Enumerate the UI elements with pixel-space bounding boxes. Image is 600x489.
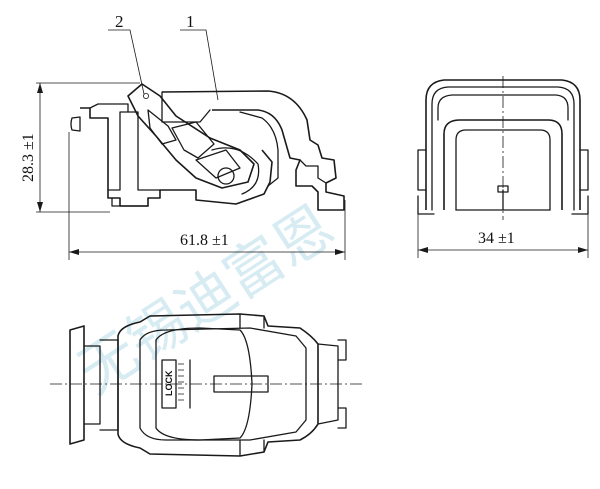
height-dimension-text: 28.3±1 <box>20 133 37 182</box>
callout-2-leader <box>108 29 145 95</box>
lever-slot-2 <box>171 121 215 159</box>
callout-1-label: 1 <box>186 12 195 31</box>
end-left-latch <box>417 149 427 191</box>
lock-label-text: LOCK <box>164 370 174 396</box>
width-dimension-text: 34±1 <box>478 230 515 247</box>
housing-rib <box>239 111 279 187</box>
lever-hole <box>142 93 149 100</box>
lock-label: LOCK <box>161 359 184 409</box>
top-right-tab-lower <box>337 407 347 429</box>
callout-1-leader <box>180 29 219 101</box>
end-right-latch <box>579 149 589 191</box>
length-dimension: 61.8±1 <box>68 132 346 260</box>
housing-outline <box>161 90 345 211</box>
lever-pivot-arc <box>211 147 260 195</box>
lever-slot-1 <box>147 109 177 145</box>
flange-knob <box>70 116 81 132</box>
housing-step <box>299 159 327 184</box>
top-view: LOCK <box>50 313 365 457</box>
lever-slot-3 <box>195 149 241 179</box>
top-right-tab-upper <box>337 339 347 361</box>
width-dimension: 34±1 <box>417 214 589 258</box>
top-lock-slot <box>213 375 269 393</box>
lock-label-ticks <box>178 363 184 401</box>
watermark: 无锡迪富恩 <box>66 192 346 407</box>
end-shell-rim-2 <box>437 94 569 121</box>
height-dimension: 28.3±1 <box>20 82 140 213</box>
top-left-flange <box>69 325 85 445</box>
housing-inner-line <box>161 91 211 123</box>
end-view <box>417 76 589 220</box>
lever-part-2 <box>127 83 260 195</box>
end-cavity-inner <box>455 129 551 211</box>
top-right-end <box>317 343 339 425</box>
lever-pivot <box>217 167 235 185</box>
lever-body <box>127 83 255 189</box>
top-lever-outline <box>155 327 253 441</box>
flange-inner <box>127 111 161 191</box>
callout-2-label: 2 <box>115 12 124 31</box>
flange-upper <box>89 103 129 191</box>
side-view: 2 1 <box>70 12 345 211</box>
lock-label-frame <box>161 359 177 409</box>
top-body-inner <box>139 327 307 441</box>
watermark-text: 无锡迪富恩 <box>66 192 346 407</box>
left-flange <box>80 107 273 207</box>
end-inner-cavity <box>443 119 563 210</box>
length-dimension-text: 61.8±1 <box>180 232 229 249</box>
flange-foot <box>111 197 149 207</box>
top-flange-neck <box>83 345 101 425</box>
